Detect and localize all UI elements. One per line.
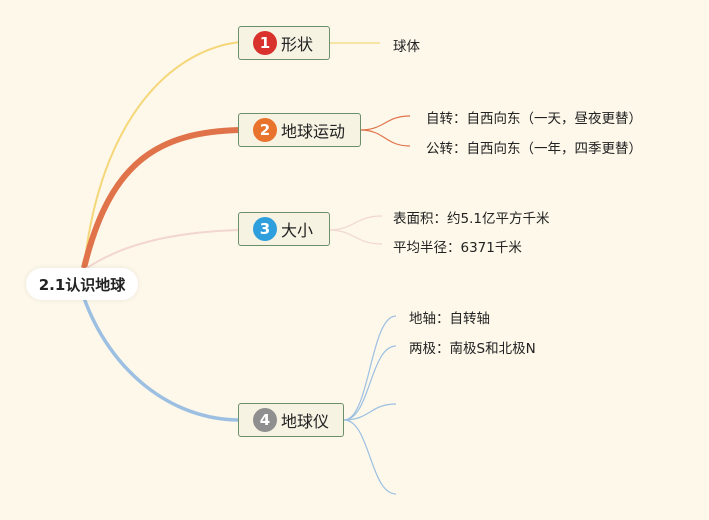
leaf-4-2[interactable]: 两极：南极S和北极N (409, 341, 536, 357)
leaf-3-1[interactable]: 表面积：约5.1亿平方千米 (393, 211, 550, 227)
topic-4-label: 地球仪 (281, 412, 330, 431)
topic-1-label: 形状 (281, 35, 314, 54)
topic-2-node[interactable]: 2 地球运动 (238, 113, 361, 147)
leaf-4-1[interactable]: 地轴：自转轴 (409, 311, 490, 327)
leaf-1-1[interactable]: 球体 (393, 39, 420, 55)
number-badge-2: 2 (253, 118, 277, 142)
leaf-line-2-1 (359, 115, 411, 131)
leaf-2-1[interactable]: 自转：自西向东（一天，昼夜更替） (426, 111, 642, 127)
branch-line-2 (81, 127, 241, 269)
topic-4-node[interactable]: 4 地球仪 (238, 403, 344, 437)
branch-line-3 (83, 229, 241, 271)
root-label: 2.1认识地球 (38, 275, 126, 294)
number-badge-4: 4 (253, 408, 277, 432)
number-badge-3: 3 (253, 217, 277, 241)
leaf-line-4-4 (343, 419, 397, 495)
branch-line-4 (82, 297, 241, 422)
topic-3-node[interactable]: 3 大小 (238, 212, 330, 246)
topic-3-label: 大小 (281, 221, 314, 240)
number-badge-1: 1 (253, 31, 277, 55)
leaf-line-4-2 (343, 345, 397, 421)
topic-1-node[interactable]: 1 形状 (238, 26, 330, 60)
leaf-line-3-1 (327, 215, 383, 231)
leaf-line-4-3 (343, 403, 397, 421)
branch-line-1 (83, 41, 241, 269)
topic-2-label: 地球运动 (281, 122, 346, 141)
leaf-3-2[interactable]: 平均半径：6371千米 (393, 240, 522, 256)
leaf-2-2[interactable]: 公转：自西向东（一年，四季更替） (426, 141, 642, 157)
root-node[interactable]: 2.1认识地球 (26, 268, 138, 300)
leaf-line-4-1 (343, 315, 397, 421)
leaf-line-2-2 (359, 129, 411, 147)
leaf-line-3-2 (327, 229, 383, 245)
